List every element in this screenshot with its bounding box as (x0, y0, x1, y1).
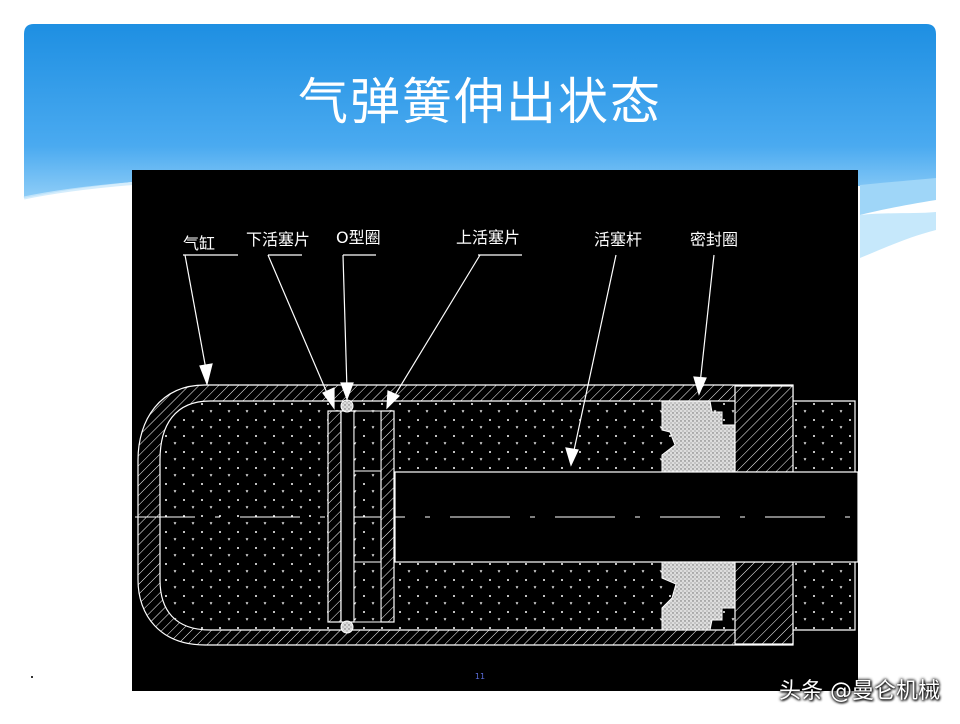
seal-bottom (661, 561, 736, 631)
watermark: 头条 @曼仑机械 (779, 679, 940, 704)
end-cap-bottom (734, 561, 794, 645)
diagram-labels: 气缸 下活塞片 O型圈 上活塞片 活塞杆 密封圈 (183, 228, 738, 253)
piston-inner-bottom (353, 561, 382, 623)
label-seal: 密封圈 (690, 230, 738, 249)
end-cap-top (734, 385, 794, 473)
lower-piston-plate (327, 410, 342, 623)
page-number: 11 (474, 672, 486, 681)
o-ring-top (340, 399, 354, 413)
label-o-ring: O型圈 (336, 228, 381, 247)
piston-inner-top (353, 410, 382, 472)
label-upper-piston: 上活塞片 (456, 228, 520, 247)
upper-piston-plate (380, 410, 395, 623)
label-piston-rod: 活塞杆 (594, 230, 642, 249)
label-cylinder: 气缸 (183, 234, 215, 253)
leader-lines (183, 254, 715, 467)
o-ring-bottom (340, 620, 354, 634)
gas-spring-diagram: 气缸 下活塞片 O型圈 上活塞片 活塞杆 密封圈 (132, 170, 859, 691)
label-lower-piston: 下活塞片 (246, 230, 310, 249)
slide-title: 气弹簧伸出状态 (298, 73, 662, 131)
piston-gap (340, 410, 355, 623)
corner-dot (31, 676, 33, 678)
